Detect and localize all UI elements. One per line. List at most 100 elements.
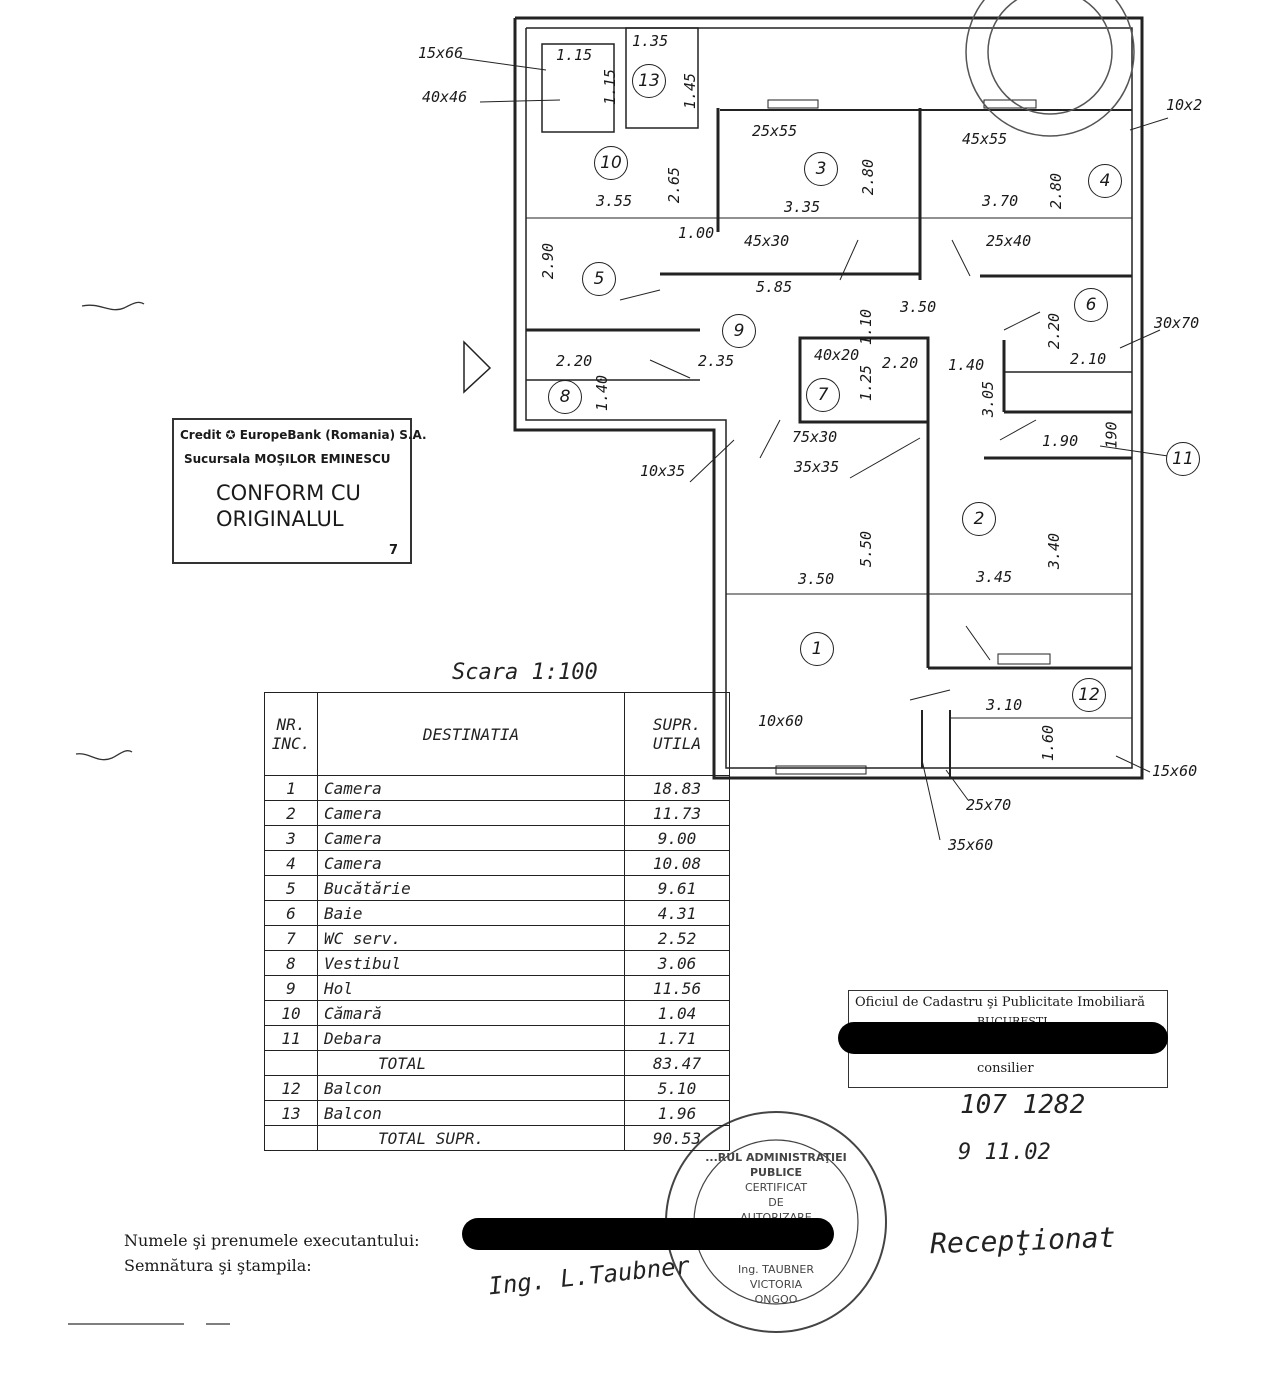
room-3-label: 3 [804,152,838,186]
stamp-arc-text: ...RUL ADMINISTRAŢIEI PUBLICE [705,1151,847,1179]
row-number: 4 [264,850,318,876]
dimension-label: 2.10 [1070,350,1107,368]
dimension-label: 2.90 [539,242,558,280]
row-number: 9 [264,975,318,1001]
row-number: 7 [264,925,318,951]
row-destination: Balcon [317,1100,625,1126]
bank-branch: Sucursala MOŞILOR EMINESCU [184,452,391,466]
row-area: 1.04 [624,1000,730,1026]
conform-text: CONFORM CU ORIGINALUL [216,480,361,532]
office-name: Oficiul de Cadastru şi Publicitate Imobi… [855,995,1145,1010]
dimension-label: 3.35 [784,198,821,216]
room-7-label: 7 [806,378,840,412]
room-13-label: 13 [632,64,666,98]
dimension-label: 2.20 [1045,312,1064,350]
row-destination: Camera [317,825,625,851]
dimension-label: 15x60 [1152,762,1198,780]
dimension-label: 5.85 [756,278,793,296]
row-destination: Debara [317,1025,625,1051]
dimension-label: 1.00 [678,224,715,242]
dimension-label: 45x55 [962,130,1008,148]
bank-certification-stamp: Credit ✪ EuropeBank (Romania) S.A. Sucur… [172,418,427,564]
dimension-label: 2.80 [859,158,878,196]
dimension-label: 40x46 [422,88,468,106]
dimension-label: 1.40 [948,356,985,374]
dimension-label: 35x35 [794,458,840,476]
received-note: Recepţionat [929,1220,1116,1261]
row-destination: TOTAL SUPR. [317,1125,625,1151]
row-destination: Balcon [317,1075,625,1101]
row-number: 1 [264,775,318,801]
row-area: 5.10 [624,1075,730,1101]
dimension-label: 25x55 [752,122,798,140]
dimension-label: 2.20 [556,352,593,370]
row-number: 5 [264,875,318,901]
dimension-label: 45x30 [744,232,790,250]
dimension-label: 2.35 [698,352,735,370]
table-header-row: NR. INC. DESTINATIA SUPR. UTILA [264,692,730,776]
dimension-label: 3.50 [798,570,835,588]
row-number: 2 [264,800,318,826]
row-area: 3.06 [624,950,730,976]
bank-name: Credit ✪ EuropeBank (Romania) S.A. [180,428,427,442]
room-9-label: 9 [722,314,756,348]
row-number [264,1125,318,1151]
dimension-label: 3.45 [976,568,1013,586]
col-header-supr: SUPR. UTILA [624,692,730,776]
dimension-label: 10x2 [1166,96,1203,114]
row-number: 11 [264,1025,318,1051]
row-area: 11.56 [624,975,730,1001]
row-number: 3 [264,825,318,851]
conform-line-1: CONFORM CU [216,481,361,505]
row-area: 18.83 [624,775,730,801]
dimension-label: 25x70 [966,796,1012,814]
dimension-label: 1.25 [857,364,876,402]
dimension-label: 1.35 [632,32,669,50]
dimension-label: 3.40 [1045,532,1064,570]
row-area: 4.31 [624,900,730,926]
room-10-label: 10 [594,146,628,180]
room-1-label: 1 [800,632,834,666]
dimension-label: 10x35 [640,462,686,480]
dimension-label: 75x30 [792,428,838,446]
stamp-line: Ing. TAUBNER [737,1263,814,1276]
registration-number: 107 1282 [960,1090,1086,1120]
dimension-label: 1.40 [593,374,612,412]
stamp-line: CERTIFICAT [744,1181,808,1194]
row-number: 8 [264,950,318,976]
dimension-label: 3.05 [979,380,998,418]
executant-labels: Numele şi prenumele executantului: Semnă… [124,1228,419,1278]
row-destination: Cămară [317,1000,625,1026]
row-area: 10.08 [624,850,730,876]
dimension-label: 10x60 [758,712,804,730]
room-4-label: 4 [1088,164,1122,198]
row-destination: TOTAL [317,1050,625,1076]
row-destination: Camera [317,800,625,826]
row-destination: Baie [317,900,625,926]
row-destination: Vestibul [317,950,625,976]
row-destination: Bucătărie [317,875,625,901]
room-5-label: 5 [582,262,616,296]
stamp-line: ONGOO [754,1293,798,1306]
room-11-label: 11 [1166,442,1200,476]
row-area: 9.61 [624,875,730,901]
row-area: 1.96 [624,1100,730,1126]
dimension-label: 3.50 [900,298,937,316]
dimension-label: 2.80 [1047,172,1066,210]
row-area: 2.52 [624,925,730,951]
room-8-label: 8 [548,380,582,414]
stamp-line: VICTORIA [749,1278,803,1291]
row-destination: Camera [317,775,625,801]
office-role: consilier [977,1061,1034,1076]
dimension-label: 15x66 [418,44,464,62]
